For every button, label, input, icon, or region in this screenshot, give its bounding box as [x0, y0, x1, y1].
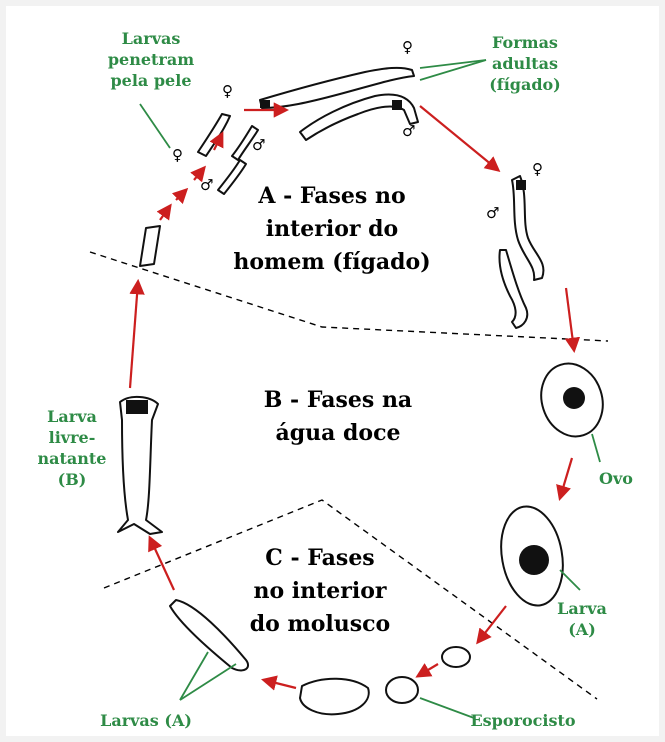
zone-title-b: B - Fases na água doce: [228, 384, 448, 450]
sporocyst-small: [442, 647, 470, 667]
male-symbol-young-1: ♂: [252, 136, 265, 154]
larva-a-contents: [519, 545, 549, 575]
arrow-to-larvas-a: [264, 680, 296, 688]
female-symbol-right: ♀: [532, 160, 543, 178]
label-larva-livre-natante: Larva livre- natante (B): [22, 406, 122, 490]
arrow-entry-1: [160, 206, 170, 220]
female-symbol-young-2: ♀: [172, 146, 183, 164]
female-symbol-young-1: ♀: [222, 82, 233, 100]
label-larvas-a: Larvas (A): [66, 710, 226, 731]
leader-larva-a: [560, 570, 580, 590]
larva-entry-tail: [140, 226, 160, 266]
sporocyst-mid: [386, 677, 418, 703]
zone-title-c: C - Fases no interior do molusco: [210, 542, 430, 641]
right-worm-band: [516, 180, 526, 190]
male-symbol-adult: ♂: [402, 122, 415, 140]
adult-worm-band-1: [392, 100, 402, 110]
arrow-adults-to-right: [420, 106, 498, 170]
male-symbol-young-2: ♂: [200, 176, 213, 194]
leader-larvas-a-1: [180, 652, 208, 700]
arrow-to-egg: [566, 288, 574, 350]
label-larvas-penetram: Larvas penetram pela pele: [86, 28, 216, 91]
worm-markings: [126, 100, 585, 575]
leader-ovo: [592, 434, 600, 462]
worm-pair-right-1: [512, 176, 543, 280]
free-larva-head: [126, 400, 148, 414]
female-symbol-adult: ♀: [402, 38, 413, 56]
label-larva-a: Larva (A): [546, 598, 618, 640]
worm-pair-right-2: [499, 250, 527, 328]
label-ovo: Ovo: [586, 468, 646, 489]
male-symbol-right: ♂: [486, 204, 499, 222]
arrow-egg-to-larva: [560, 458, 572, 498]
arrow-entry-2: [176, 190, 186, 200]
label-esporocisto: Esporocisto: [448, 710, 598, 731]
sporocyst-large: [300, 679, 369, 715]
leader-larvas-a-2: [180, 664, 236, 700]
free-larva-body: [118, 397, 162, 534]
arrow-larva-to-sporocyst: [478, 606, 506, 642]
arrow-free-to-entry: [130, 282, 138, 388]
label-formas-adultas: Formas adultas (fígado): [470, 32, 580, 95]
zone-title-a: A - Fases no interior do homem (fígado): [222, 180, 442, 279]
arrow-larvas-to-free: [150, 538, 174, 590]
adult-worm-band-2: [260, 100, 270, 108]
egg-contents: [563, 387, 585, 409]
leader-larvas-penetram: [140, 104, 170, 148]
arrow-sporocyst-to-sporocyst: [418, 664, 438, 676]
